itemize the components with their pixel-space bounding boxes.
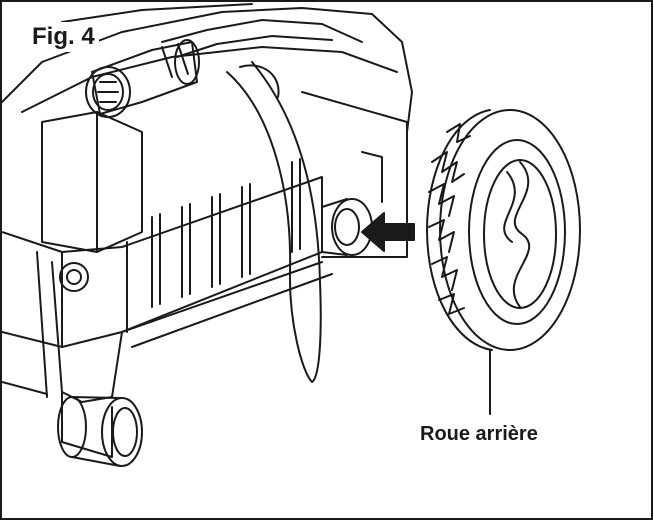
caster-wheel <box>57 391 143 467</box>
rear-wheel-callout: Roue arrière <box>420 423 538 445</box>
hose-strap <box>226 61 322 383</box>
nozzle-holder <box>85 39 200 118</box>
insert-arrow <box>361 212 415 252</box>
axle-stub <box>321 198 373 256</box>
machine-body <box>2 3 413 403</box>
rear-wheel <box>426 109 581 351</box>
figure-number-label: Fig. 4 <box>28 22 99 52</box>
